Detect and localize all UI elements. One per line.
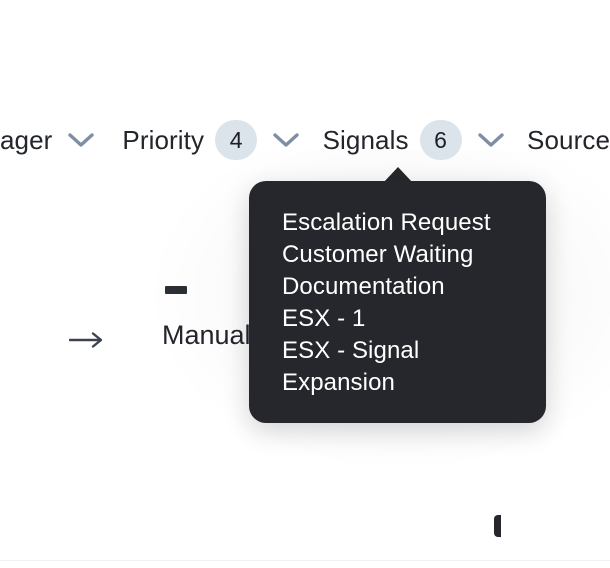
filter-group-priority[interactable]: Priority 4 — [122, 118, 306, 162]
chevron-down-icon[interactable] — [471, 118, 511, 162]
signals-tooltip: Escalation Request Customer Waiting Docu… — [249, 181, 546, 537]
filter-label-signals: Signals — [322, 125, 409, 155]
tooltip-side-notch — [494, 515, 501, 537]
spacer — [306, 140, 322, 141]
filter-label-manager: ager — [0, 125, 53, 155]
chevron-down-icon[interactable] — [266, 118, 306, 162]
filter-group-signals[interactable]: Signals 6 — [323, 118, 511, 162]
filter-bar: ager Priority 4 Signals 6 — [0, 118, 610, 162]
spacer — [101, 140, 122, 141]
bottom-divider — [0, 560, 610, 561]
row-label: Manual — [162, 320, 251, 350]
arrow-right-icon — [67, 322, 107, 358]
chevron-down-icon[interactable] — [61, 118, 101, 162]
list-item: ESX - Signal — [282, 337, 420, 364]
signals-count-badge: 6 — [419, 120, 462, 160]
dash-marker — [165, 286, 187, 294]
spacer — [511, 140, 527, 141]
filter-group-manager[interactable]: ager — [0, 118, 101, 162]
list-item: ESX - 1 — [282, 305, 366, 332]
list-item: Documentation — [282, 273, 445, 300]
priority-count-badge: 4 — [215, 120, 258, 160]
tooltip-item-list: Escalation Request Customer Waiting Docu… — [282, 207, 532, 399]
list-item: Escalation Request — [282, 209, 491, 236]
filter-label-priority: Priority — [122, 125, 205, 155]
list-item: Customer Waiting — [282, 241, 474, 268]
filter-group-source[interactable]: Source — [527, 118, 610, 162]
filter-label-source: Source — [527, 125, 610, 155]
list-item: Expansion — [282, 369, 395, 396]
